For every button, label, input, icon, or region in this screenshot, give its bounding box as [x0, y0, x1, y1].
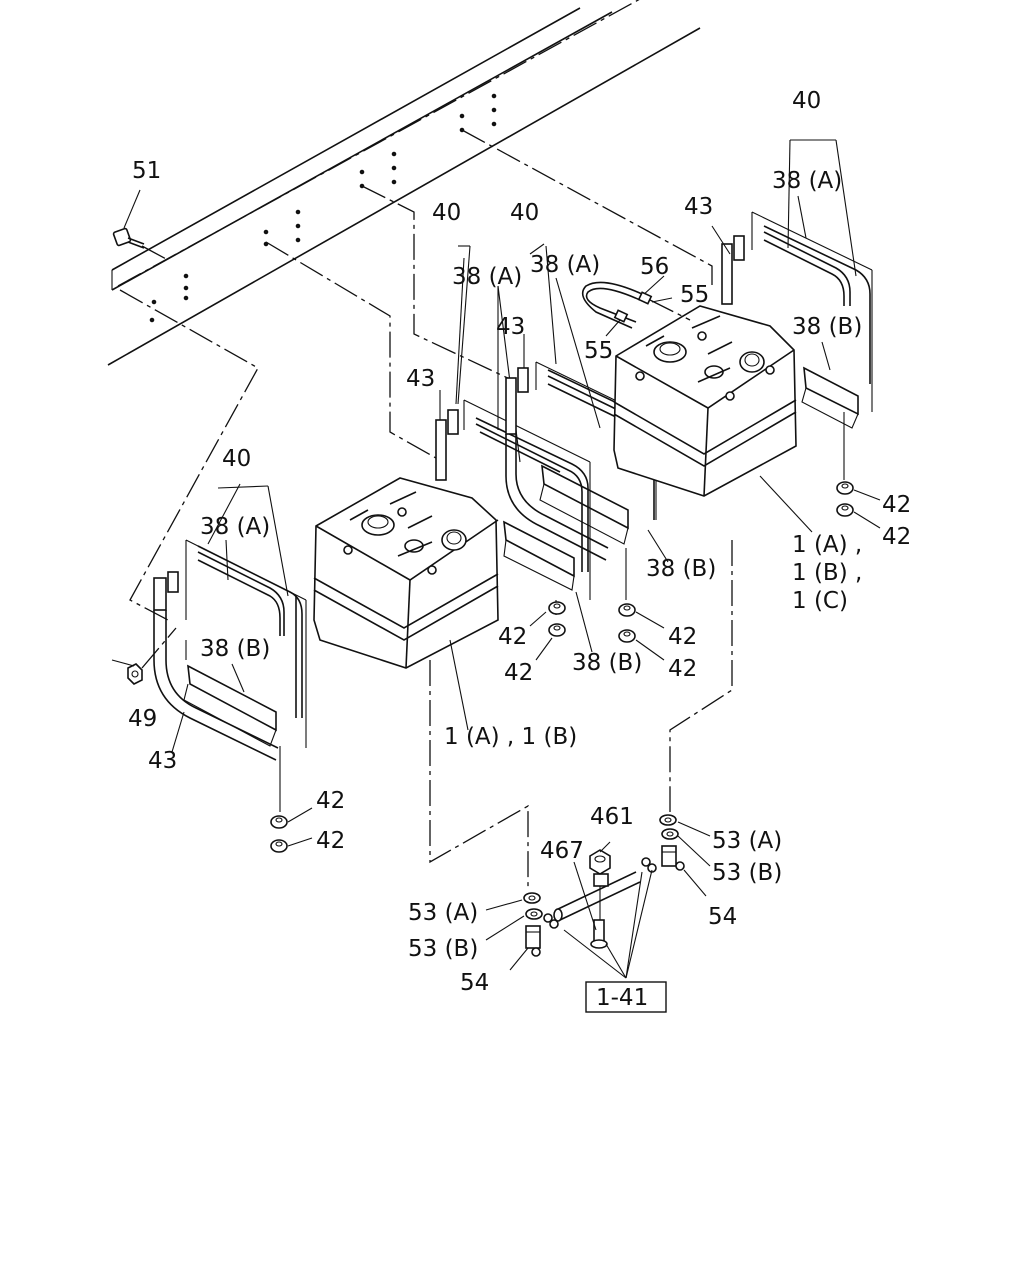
- callout-43-mid-b: 43: [496, 314, 525, 340]
- leader-1ab: [449, 639, 469, 731]
- callout-38b-mid-b: 38 (B): [646, 556, 716, 582]
- callout-40-mid-a: 40: [432, 200, 461, 226]
- callout-53a-right: 53 (A): [712, 828, 782, 854]
- leader-1abc: [759, 475, 813, 533]
- callout-38b-mid-a: 38 (B): [572, 650, 642, 676]
- callout-38a-left: 38 (A): [200, 514, 270, 540]
- callout-42-mid-d: 42: [668, 656, 697, 682]
- right-bracket: [711, 139, 873, 480]
- callout-labels: 51 40 38 (A) 38 (B) 49 43 42 42 43 40 38…: [128, 88, 911, 996]
- callout-38a-mid-a: 38 (A): [452, 264, 522, 290]
- callout-54-right: 54: [708, 904, 737, 930]
- reference-box-label: 1-41: [596, 985, 648, 1011]
- drain-valve-left: [485, 892, 543, 971]
- callout-1a: 1 (A) ,: [792, 532, 862, 558]
- callout-42-left-b: 42: [316, 828, 345, 854]
- callout-38a-right: 38 (A): [772, 168, 842, 194]
- middle-nuts-42-right: [618, 603, 665, 661]
- reference-box[interactable]: 1-41: [585, 981, 667, 1013]
- hose-clip-55-lower: [605, 309, 629, 337]
- middle-nuts-42-left: [529, 601, 566, 661]
- callout-43-right: 43: [684, 194, 713, 220]
- bolt-51: [112, 189, 169, 261]
- callout-1b: 1 (B) ,: [792, 560, 862, 586]
- callout-42-left-a: 42: [316, 788, 345, 814]
- chassis-frame-rail: [107, 0, 701, 366]
- callout-49: 49: [128, 706, 157, 732]
- left-nuts-42: [270, 807, 313, 853]
- callout-40-mid-b: 40: [510, 200, 539, 226]
- callout-467: 467: [540, 838, 584, 864]
- callout-1c: 1 (C): [792, 588, 848, 614]
- breather-hose-56: [581, 275, 691, 337]
- callout-461: 461: [590, 804, 634, 830]
- left-bracket-assembly: [153, 483, 307, 812]
- callout-56: 56: [640, 254, 669, 280]
- fuel-tank-right: [613, 305, 797, 497]
- nut-49: [111, 627, 177, 685]
- callout-42-right-b: 42: [882, 524, 911, 550]
- callout-38b-left: 38 (B): [200, 636, 270, 662]
- callout-42-mid-c: 42: [668, 624, 697, 650]
- left-middle-bracket: [435, 245, 593, 653]
- callout-54-left: 54: [460, 970, 489, 996]
- callout-53a-left: 53 (A): [408, 900, 478, 926]
- callout-51: 51: [132, 158, 161, 184]
- callout-38b-right: 38 (B): [792, 314, 862, 340]
- callout-55-b: 55: [584, 338, 613, 364]
- crossover-pipe-assembly: [543, 841, 657, 979]
- callout-43-mid-a: 43: [406, 366, 435, 392]
- callout-42-mid-a: 42: [498, 624, 527, 650]
- callout-1ab: 1 (A) , 1 (B): [444, 724, 577, 750]
- callout-53b-left: 53 (B): [408, 936, 478, 962]
- drain-valve-right: [659, 814, 711, 897]
- fuel-tank-left: [313, 477, 499, 669]
- callout-53b-right: 53 (B): [712, 860, 782, 886]
- callout-55-a: 55: [680, 282, 709, 308]
- hose-clip-55-upper: [637, 291, 673, 305]
- frame-bolt-holes: [149, 93, 497, 323]
- callout-43-left: 43: [148, 748, 177, 774]
- callout-42-mid-b: 42: [504, 660, 533, 686]
- right-nuts-42: [836, 481, 881, 529]
- callout-38a-mid-b: 38 (A): [530, 252, 600, 278]
- callout-40-left: 40: [222, 446, 251, 472]
- callout-40-right: 40: [792, 88, 821, 114]
- assembly-leader-lines: [119, 129, 733, 890]
- callout-42-right-a: 42: [882, 492, 911, 518]
